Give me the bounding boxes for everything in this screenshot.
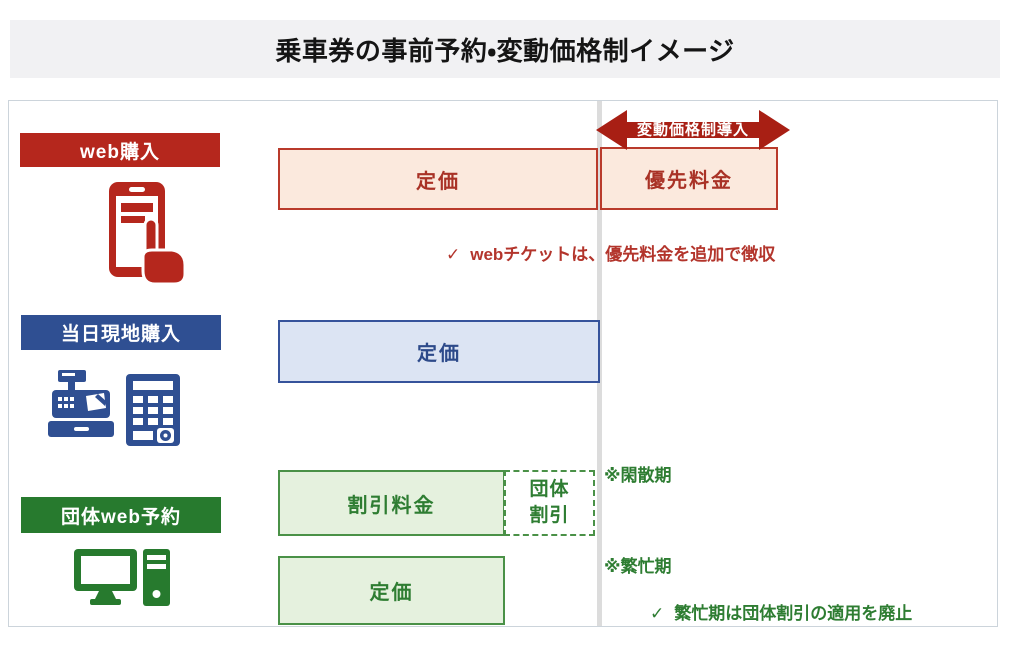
group-discount-dashed-box: 団体 割引: [504, 470, 595, 536]
group-discount-line2: 割引: [529, 505, 570, 526]
onsite-list-price-box: 定価: [278, 320, 600, 383]
check-icon: ✓: [650, 604, 665, 623]
label-group-web-reservation-text: 団体web予約: [61, 506, 181, 528]
web-list-price-box: 定価: [278, 148, 598, 210]
ticket-vending-machine-icon: [126, 374, 180, 446]
peak-season-note: ※繁忙期: [604, 557, 672, 576]
label-web-purchase-text: web購入: [80, 141, 160, 163]
group-peak-note-text: 繁忙期は団体割引の適用を廃止: [674, 604, 913, 623]
onsite-list-price-text: 定価: [417, 343, 461, 365]
web-priority-fee-box: 優先料金: [600, 147, 778, 210]
web-ticket-note-text: webチケットは、優先料金を追加で徴収: [470, 245, 776, 264]
web-priority-fee-text: 優先料金: [645, 170, 733, 192]
offpeak-season-note: ※閑散期: [604, 466, 672, 485]
label-onsite-purchase-text: 当日現地購入: [60, 324, 181, 345]
smartphone-tap-icon: [92, 181, 188, 291]
onsite-purchase-icons: [48, 370, 186, 448]
web-list-price-text: 定価: [416, 170, 460, 193]
dynamic-pricing-arrow: 変動価格制導入: [596, 109, 790, 151]
check-icon: ✓: [446, 245, 461, 264]
label-web-purchase: web購入: [20, 133, 220, 167]
desktop-computer-icon: [74, 549, 171, 607]
group-list-price-box: 定価: [278, 556, 505, 625]
group-discount-line1: 団体: [529, 479, 570, 500]
web-ticket-note: ✓ webチケットは、優先料金を追加で徴収: [446, 240, 775, 265]
label-group-web-reservation: 団体web予約: [21, 497, 221, 533]
title-band: 乗車券の事前予約・変動価格制イメージ: [10, 20, 1000, 78]
cash-register-icon: [48, 370, 114, 437]
group-discount-price-text: 割引料金: [347, 494, 436, 517]
page-title: 乗車券の事前予約・変動価格制イメージ: [275, 35, 735, 66]
group-peak-note: ✓ 繁忙期は団体割引の適用を廃止: [650, 599, 912, 624]
dynamic-pricing-arrow-label: 変動価格制導入: [636, 121, 749, 139]
group-discount-price-box: 割引料金: [278, 470, 505, 536]
label-onsite-purchase: 当日現地購入: [21, 315, 221, 350]
group-list-price-text: 定価: [369, 582, 414, 604]
double-arrow-icon: [596, 110, 790, 150]
